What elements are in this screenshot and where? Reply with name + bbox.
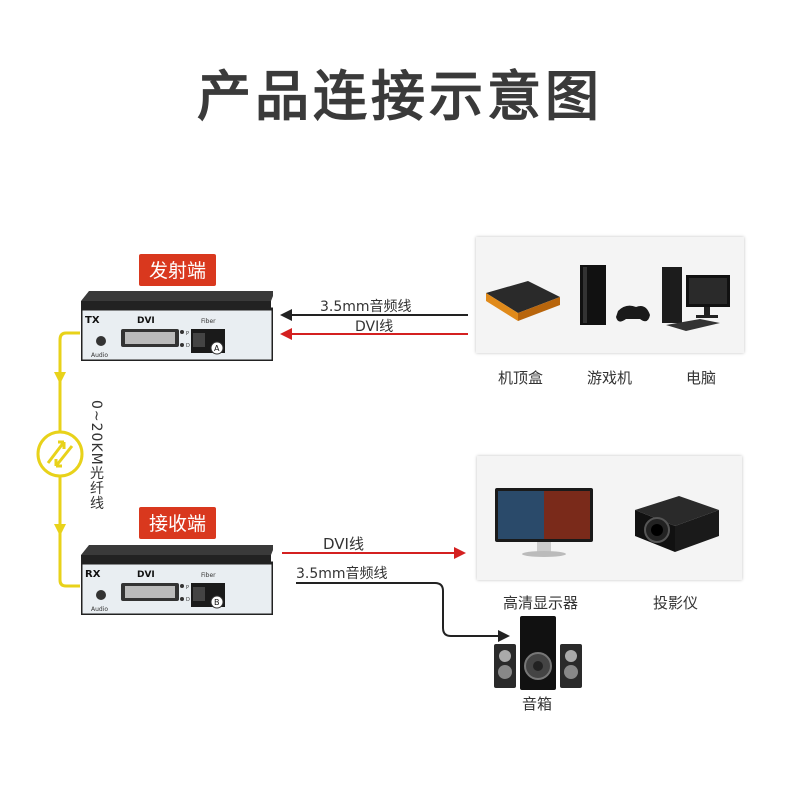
set-top-box-icon: [486, 281, 560, 321]
receiver-badge: 接收端: [139, 507, 217, 539]
svg-text:DVI: DVI: [137, 316, 155, 326]
fiber-swap-icon: [36, 430, 84, 478]
fiber-arrow-down-top: [54, 372, 66, 384]
rx-audio-label: 3.5mm音频线: [296, 566, 388, 582]
svg-text:Audio: Audio: [91, 606, 108, 613]
projector-icon: [635, 496, 719, 552]
source-label-computer: 电脑: [686, 369, 717, 387]
fiber-arrow-down-bottom: [54, 524, 66, 536]
svg-text:DVI: DVI: [137, 570, 155, 580]
source-devices-panel: [476, 237, 744, 353]
svg-text:Audio: Audio: [91, 352, 108, 359]
display-devices-panel: [477, 456, 742, 580]
receiver-device: RX Audio DVI P D Fiber B: [81, 545, 273, 615]
tx-dvi-label: DVI线: [355, 319, 394, 335]
svg-text:TX: TX: [85, 315, 100, 326]
svg-text:A: A: [214, 344, 220, 353]
rx-dvi-label: DVI线: [323, 535, 364, 553]
svg-text:RX: RX: [85, 569, 101, 580]
svg-text:B: B: [214, 598, 220, 607]
svg-text:P: P: [186, 331, 189, 337]
display-label-projector: 投影仪: [653, 594, 699, 612]
tx-audio-arrow: [280, 309, 292, 321]
svg-text:P: P: [186, 585, 189, 591]
rx-dvi-arrow: [454, 547, 466, 559]
speaker-icon: [494, 616, 582, 690]
transmitter-badge: 发射端: [139, 254, 217, 286]
source-label-set-top-box: 机顶盒: [498, 369, 544, 387]
source-label-game-console: 游戏机: [587, 369, 633, 387]
tx-dvi-arrow: [280, 328, 292, 340]
rx-audio-arrow: [498, 630, 510, 642]
transmitter-device: TX Audio DVI P D Fiber A: [81, 291, 273, 361]
svg-text:D: D: [186, 343, 190, 349]
svg-text:Fiber: Fiber: [201, 572, 216, 579]
svg-text:Fiber: Fiber: [201, 318, 216, 325]
page-title: 产品连接示意图: [197, 65, 603, 128]
game-console-icon: [580, 265, 650, 325]
rx-audio-cable: [296, 582, 500, 637]
desktop-computer-icon: [662, 267, 730, 331]
display-label-monitor: 高清显示器: [503, 594, 579, 612]
tx-audio-label: 3.5mm音频线: [320, 299, 412, 315]
fiber-label: 0~20KM光纤线: [88, 400, 104, 511]
speaker-label: 音箱: [522, 695, 553, 713]
svg-text:D: D: [186, 597, 190, 603]
monitor-icon: [495, 488, 593, 557]
